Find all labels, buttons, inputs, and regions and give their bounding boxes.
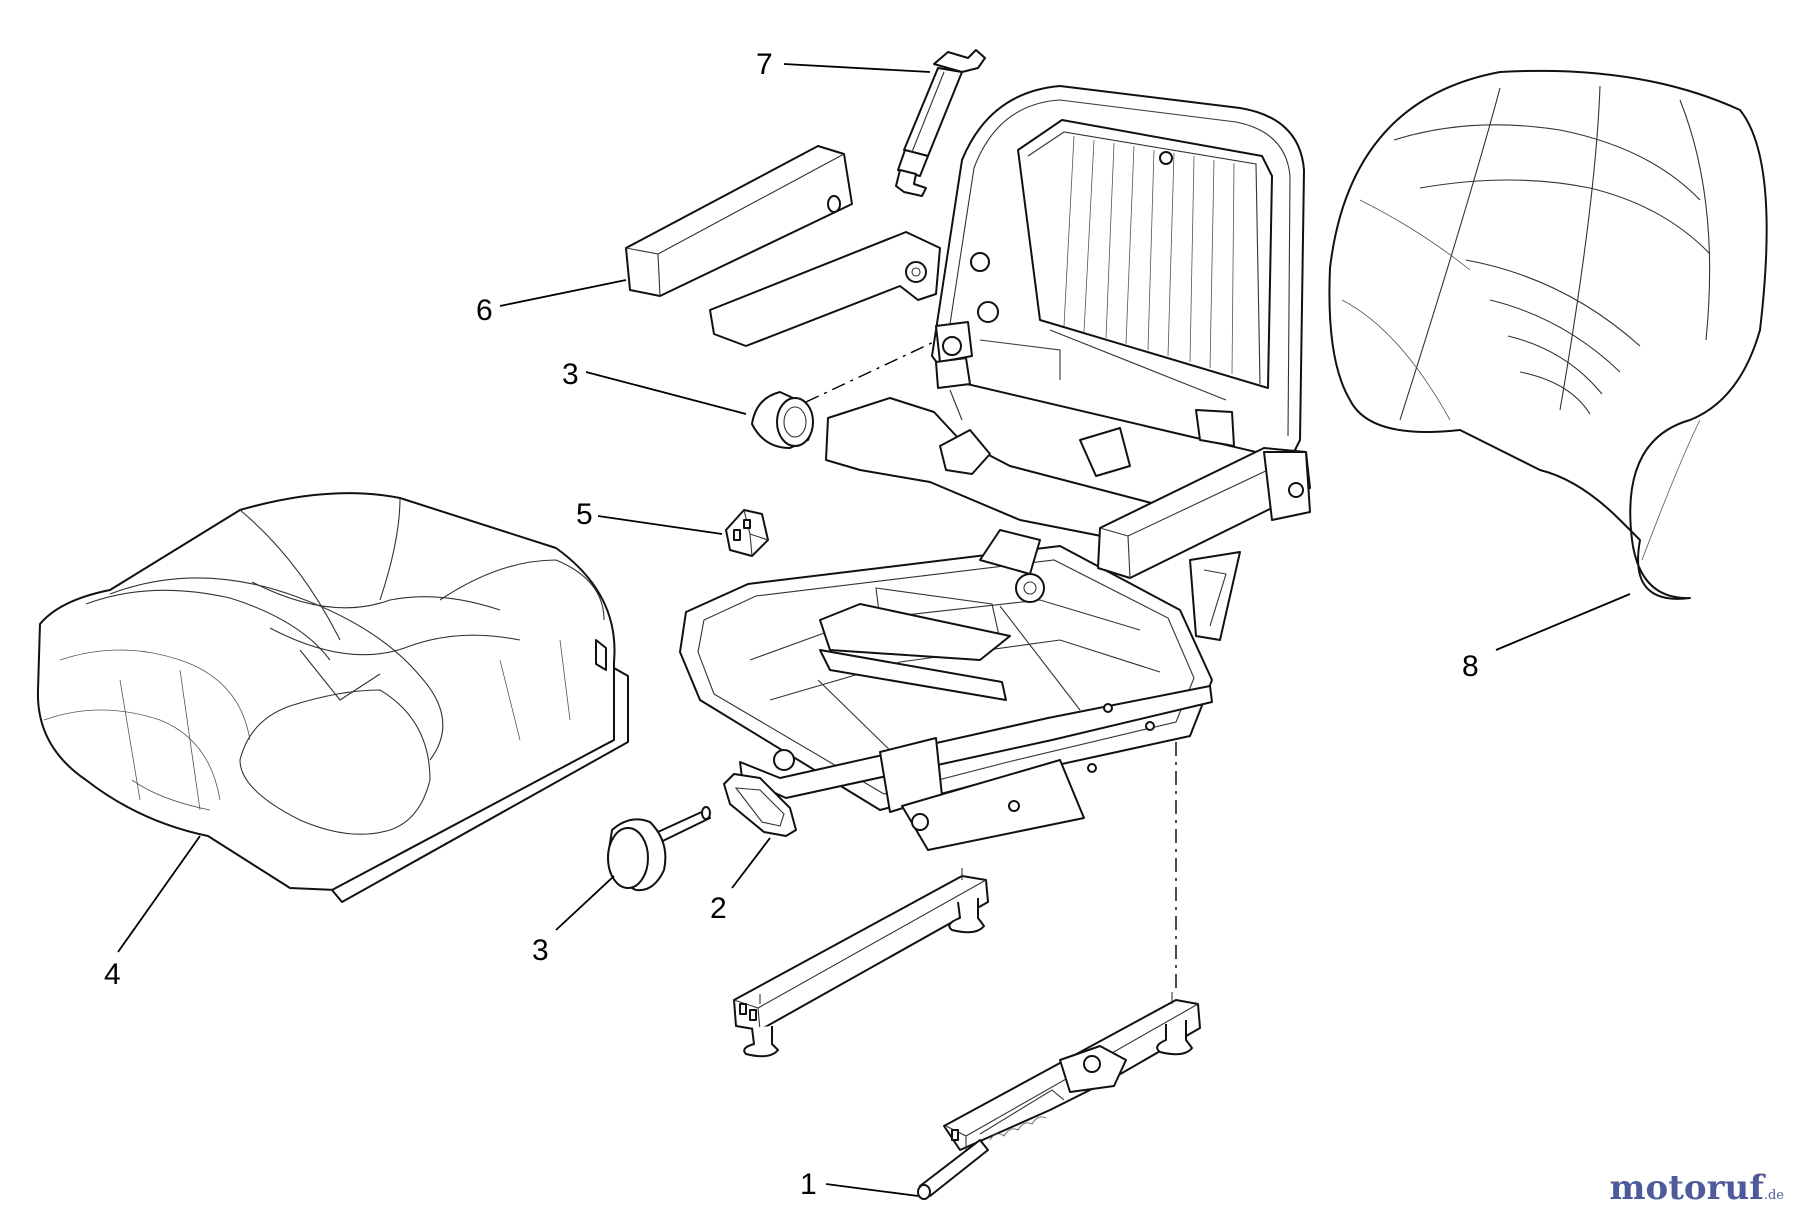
leader-3-lower	[555, 875, 615, 931]
watermark-main: motoruf	[1609, 1168, 1764, 1208]
callout-2: 2	[710, 892, 727, 925]
slide-rail-left	[733, 868, 989, 1058]
leader-3-upper	[585, 371, 747, 415]
leader-6	[499, 279, 627, 307]
seat-base-pan	[679, 545, 1213, 851]
shock-absorber	[895, 49, 986, 197]
callout-5: 5	[576, 498, 593, 531]
callout-8: 8	[1462, 650, 1479, 683]
seat-switch	[725, 509, 769, 557]
knob-upper	[751, 391, 814, 449]
leader-1	[825, 1183, 919, 1197]
armrest-assembled	[1097, 447, 1311, 641]
knob-lower	[607, 806, 711, 892]
watermark-tld: .de	[1763, 1188, 1784, 1203]
callout-3-lower: 3	[532, 934, 549, 967]
leader-7	[783, 63, 931, 73]
leader-5	[597, 515, 723, 535]
watermark-logo: motoruf.de	[1610, 1168, 1784, 1208]
callout-6: 6	[476, 294, 493, 327]
armrest-bracket	[709, 231, 941, 347]
leader-4	[117, 835, 201, 953]
seat-cushion	[36, 492, 629, 903]
callout-3-upper: 3	[562, 358, 579, 391]
callout-1: 1	[800, 1168, 817, 1201]
callout-4: 4	[104, 958, 121, 991]
backrest-cushion	[1328, 69, 1768, 600]
latch-handle	[723, 749, 797, 837]
slide-rail-right	[917, 992, 1201, 1200]
alignment-line-knob	[805, 339, 939, 403]
recline-mechanism	[825, 321, 1171, 575]
leader-2	[731, 837, 771, 889]
seat-back-frame	[931, 85, 1305, 461]
armrest-pad	[625, 145, 853, 297]
leader-8	[1495, 593, 1631, 651]
callout-7: 7	[756, 48, 773, 81]
